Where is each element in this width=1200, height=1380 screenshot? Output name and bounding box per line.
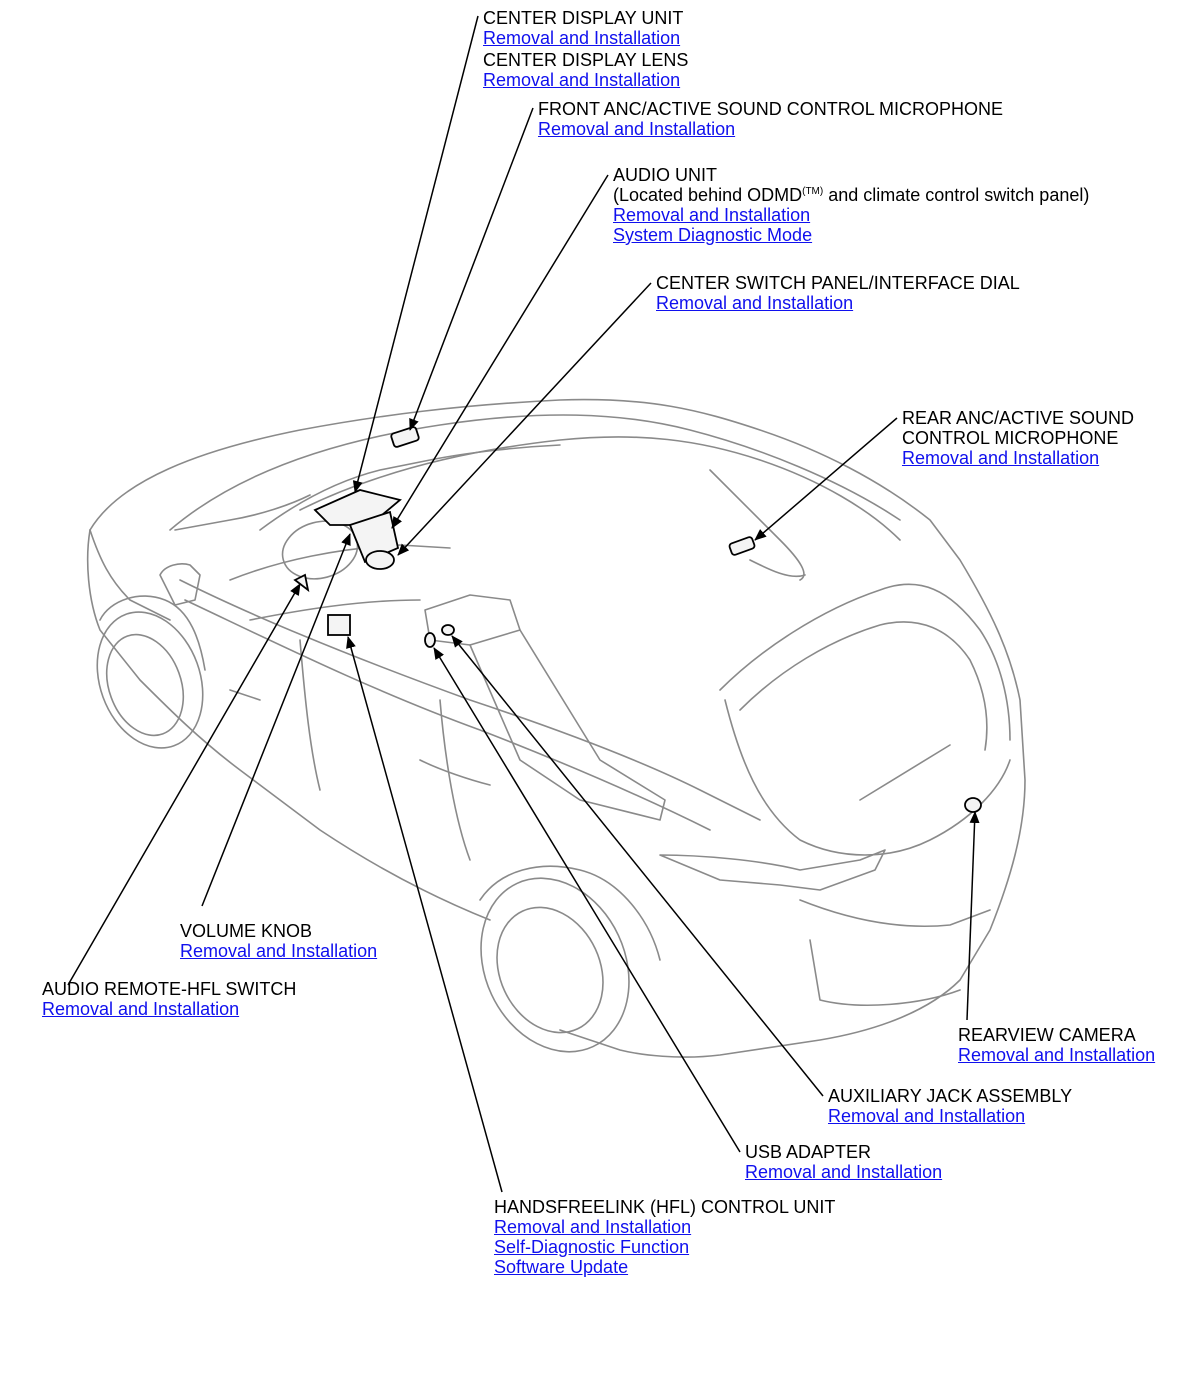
leader-center-display-unit bbox=[352, 15, 479, 493]
rearview-camera-marker[interactable] bbox=[964, 797, 982, 813]
hfl-control-unit-marker[interactable] bbox=[327, 614, 351, 636]
hfl-control-unit-title: HANDSFREELINK (HFL) CONTROL UNIT bbox=[494, 1197, 836, 1217]
component-markers bbox=[293, 426, 982, 813]
audio-unit-title: AUDIO UNIT bbox=[613, 165, 718, 185]
leader-audio-remote-hfl-switch bbox=[67, 583, 301, 986]
auxiliary-jack-assembly-title: AUXILIARY JACK ASSEMBLY bbox=[828, 1086, 1073, 1106]
front-anc-microphone-title: FRONT ANC/ACTIVE SOUND CONTROL MICROPHON… bbox=[538, 99, 1004, 119]
callout-rear-anc-microphone: REAR ANC/ACTIVE SOUND CONTROL MICROPHONE… bbox=[902, 408, 1134, 468]
auxiliary-jack-assembly-removal-link[interactable]: Removal and Installation bbox=[828, 1106, 1026, 1126]
rear-anc-microphone-removal-link[interactable]: Removal and Installation bbox=[902, 448, 1100, 468]
leader-rearview-camera bbox=[966, 811, 980, 1021]
center-display-lens-removal-link[interactable]: Removal and Installation bbox=[483, 70, 681, 90]
callout-hfl-control-unit: HANDSFREELINK (HFL) CONTROL UNIT Removal… bbox=[494, 1197, 835, 1277]
audio-remote-hfl-switch-title: AUDIO REMOTE-HFL SWITCH bbox=[42, 979, 297, 999]
callout-usb-adapter: USB ADAPTER Removal and Installation bbox=[745, 1142, 942, 1182]
usb-adapter-title: USB ADAPTER bbox=[745, 1142, 872, 1162]
audio-unit-diagnostic-link[interactable]: System Diagnostic Mode bbox=[613, 225, 813, 245]
center-display-lens-title: CENTER DISPLAY LENS bbox=[483, 50, 689, 70]
audio-remote-hfl-switch-marker[interactable] bbox=[293, 573, 310, 593]
callout-front-anc-microphone: FRONT ANC/ACTIVE SOUND CONTROL MICROPHON… bbox=[538, 99, 1003, 139]
hfl-control-unit-self-diagnostic-link[interactable]: Self-Diagnostic Function bbox=[494, 1237, 690, 1257]
hfl-control-unit-software-update-link[interactable]: Software Update bbox=[494, 1257, 629, 1277]
leader-usb-adapter bbox=[433, 647, 741, 1153]
leader-volume-knob bbox=[201, 533, 351, 907]
rear-anc-microphone-title-line1: REAR ANC/ACTIVE SOUND bbox=[902, 408, 1135, 428]
audio-remote-hfl-switch-removal-link[interactable]: Removal and Installation bbox=[42, 999, 240, 1019]
leader-front-anc-microphone bbox=[409, 107, 534, 431]
center-switch-panel-title: CENTER SWITCH PANEL/INTERFACE DIAL bbox=[656, 273, 1020, 293]
front-anc-microphone-marker[interactable] bbox=[390, 426, 420, 448]
usb-adapter-marker[interactable] bbox=[424, 632, 436, 648]
auxiliary-jack-marker[interactable] bbox=[441, 624, 455, 636]
callout-audio-remote-hfl-switch: AUDIO REMOTE-HFL SWITCH Removal and Inst… bbox=[42, 979, 296, 1019]
callout-center-display-unit: CENTER DISPLAY UNIT Removal and Installa… bbox=[483, 8, 683, 48]
callout-rearview-camera: REARVIEW CAMERA Removal and Installation bbox=[958, 1025, 1155, 1065]
callout-center-switch-panel: CENTER SWITCH PANEL/INTERFACE DIAL Remov… bbox=[656, 273, 1020, 313]
hfl-control-unit-removal-link[interactable]: Removal and Installation bbox=[494, 1217, 692, 1237]
leader-rear-anc-microphone bbox=[754, 417, 898, 541]
volume-knob-removal-link[interactable]: Removal and Installation bbox=[180, 941, 378, 961]
rear-anc-microphone-marker[interactable] bbox=[728, 536, 756, 556]
audio-unit-location-note: (Located behind ODMD(TM) and climate con… bbox=[613, 185, 1090, 205]
callout-center-display-lens: CENTER DISPLAY LENS Removal and Installa… bbox=[483, 50, 688, 90]
leader-audio-unit bbox=[391, 174, 609, 529]
callout-auxiliary-jack-assembly: AUXILIARY JACK ASSEMBLY Removal and Inst… bbox=[828, 1086, 1072, 1126]
callout-audio-unit: AUDIO UNIT (Located behind ODMD(TM) and … bbox=[613, 165, 1089, 245]
rearview-camera-title: REARVIEW CAMERA bbox=[958, 1025, 1136, 1045]
audio-unit-removal-link[interactable]: Removal and Installation bbox=[613, 205, 811, 225]
center-display-unit-title: CENTER DISPLAY UNIT bbox=[483, 8, 684, 28]
vehicle-outline bbox=[79, 400, 1025, 1077]
rearview-camera-removal-link[interactable]: Removal and Installation bbox=[958, 1045, 1156, 1065]
volume-knob-title: VOLUME KNOB bbox=[180, 921, 313, 941]
center-display-unit-removal-link[interactable]: Removal and Installation bbox=[483, 28, 681, 48]
front-anc-microphone-removal-link[interactable]: Removal and Installation bbox=[538, 119, 736, 139]
leader-lines bbox=[67, 15, 980, 1193]
leader-center-switch-panel bbox=[397, 282, 652, 556]
center-switch-panel-removal-link[interactable]: Removal and Installation bbox=[656, 293, 854, 313]
center-switch-panel-marker[interactable] bbox=[365, 550, 395, 570]
leader-hfl-control-unit bbox=[346, 636, 503, 1193]
rear-anc-microphone-title-line2: CONTROL MICROPHONE bbox=[902, 428, 1119, 448]
usb-adapter-removal-link[interactable]: Removal and Installation bbox=[745, 1162, 943, 1182]
leader-auxiliary-jack bbox=[451, 635, 824, 1097]
callout-volume-knob: VOLUME KNOB Removal and Installation bbox=[180, 921, 377, 961]
